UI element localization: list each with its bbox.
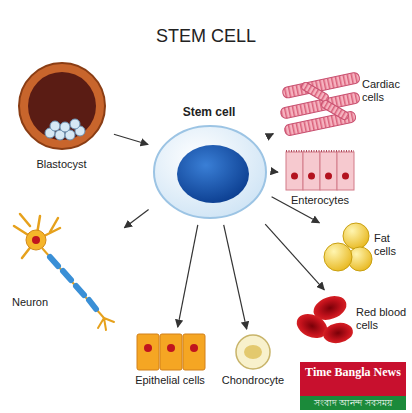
cell-label: Fat cells: [374, 232, 408, 257]
epithelial-cells-node: Epithelial cells: [125, 330, 217, 392]
arrow-connector: [272, 171, 278, 173]
stem-cell-drawing: [154, 126, 266, 218]
cell-label: Stem cell: [151, 106, 267, 120]
cell-label: Blastocyst: [14, 158, 109, 171]
arrow-connector: [114, 134, 148, 144]
chondrocyte-drawing: [236, 335, 270, 369]
blastocyst-node: Blastocyst: [14, 60, 111, 178]
cardiac-cells-node: Cardiac cells: [276, 66, 407, 138]
red-blood-cells-drawing: [293, 292, 355, 346]
enterocytes-drawing: [286, 151, 354, 190]
arrow-connector: [272, 133, 274, 135]
neuron-drawing: [14, 214, 114, 330]
cell-label: Chondrocyte: [217, 374, 289, 387]
diagram-title: STEM CELL: [0, 26, 412, 47]
enterocytes-node: Enterocytes: [281, 146, 361, 210]
cell-label: Cardiac cells: [362, 78, 406, 103]
epithelial-cells-drawing: [137, 334, 205, 370]
watermark-name: Time Bangla News: [301, 366, 405, 379]
stem-cell-node: Stem cell: [151, 104, 269, 222]
fat-cells-drawing: [324, 223, 372, 271]
cell-label: Neuron: [12, 296, 68, 309]
arrow-connector: [265, 224, 324, 290]
fat-cells-node: Fat cells: [322, 221, 409, 275]
cell-label: Epithelial cells: [125, 374, 215, 387]
arrow-connector: [224, 225, 247, 329]
cell-label: Enterocytes: [281, 194, 359, 207]
arrow-connector: [178, 225, 198, 327]
neuron-node: Neuron: [10, 210, 122, 334]
blastocyst-drawing: [19, 63, 105, 149]
red-blood-cells-node: Red blood cells: [293, 292, 410, 348]
arrow-connector: [124, 210, 148, 228]
chondrocyte-node: Chondrocyte: [217, 332, 291, 392]
watermark-logo: [300, 362, 406, 410]
watermark-slogan: সংবাদ আনন্দ সবসময়: [301, 397, 405, 409]
cardiac-cells-drawing: [280, 72, 361, 137]
cell-label: Red blood cells: [356, 306, 408, 331]
